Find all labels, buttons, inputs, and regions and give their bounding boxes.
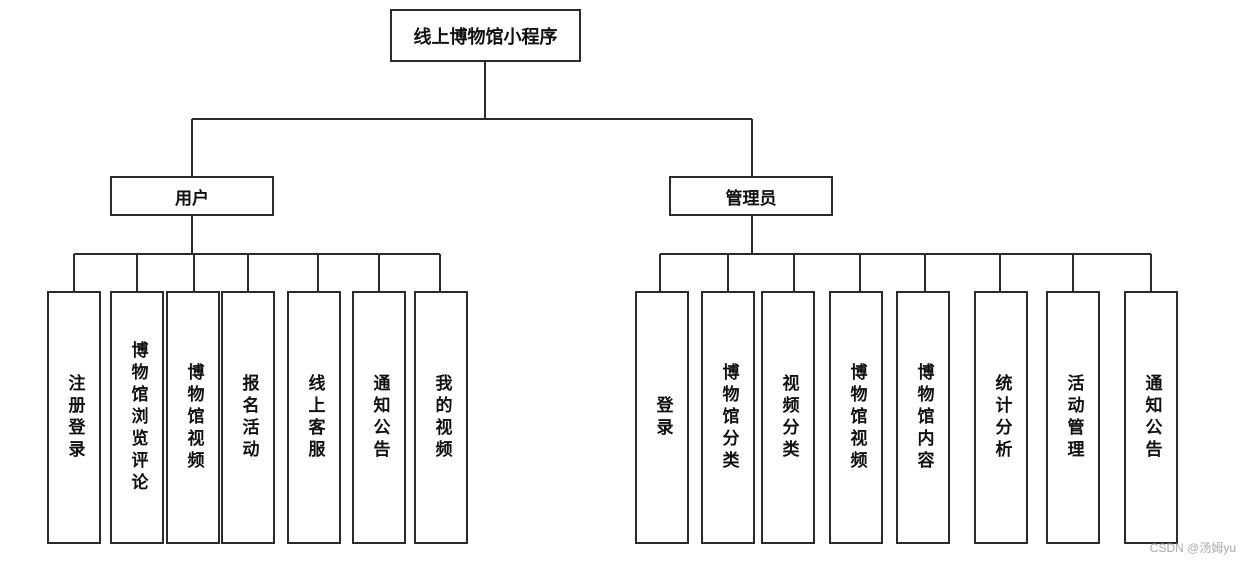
branch-label: 管理员	[725, 188, 777, 209]
leaf-node: 注册登录	[47, 291, 101, 544]
branch-node-user: 用户	[110, 176, 274, 216]
leaf-node: 博物馆分类	[701, 291, 755, 544]
leaf-node: 报名活动	[221, 291, 275, 544]
leaf-label: 注册登录	[64, 373, 85, 462]
leaf-node: 博物馆内容	[896, 291, 950, 544]
leaf-label: 活动管理	[1063, 373, 1084, 462]
watermark: CSDN @汤姆yu	[1149, 541, 1236, 555]
leaf-node: 登录	[635, 291, 689, 544]
leaf-node: 博物馆浏览评论	[110, 291, 164, 544]
leaf-label: 博物馆分类	[718, 362, 739, 473]
leaf-node: 通知公告	[352, 291, 406, 544]
leaf-label: 我的视频	[431, 373, 452, 462]
branch-node-admin: 管理员	[669, 176, 833, 216]
leaf-label: 登录	[652, 395, 673, 440]
leaf-node: 线上客服	[287, 291, 341, 544]
leaf-label: 博物馆浏览评论	[127, 340, 148, 495]
leaf-label: 视频分类	[778, 373, 799, 462]
leaf-label: 博物馆视频	[183, 362, 204, 473]
leaf-node: 统计分析	[974, 291, 1028, 544]
root-label: 线上博物馆小程序	[413, 26, 558, 48]
leaf-label: 通知公告	[1141, 373, 1162, 462]
leaf-node: 活动管理	[1046, 291, 1100, 544]
leaf-label: 通知公告	[369, 373, 390, 462]
leaf-label: 报名活动	[238, 373, 259, 462]
leaf-label: 博物馆视频	[846, 362, 867, 473]
leaf-node: 通知公告	[1124, 291, 1178, 544]
leaf-label: 线上客服	[304, 373, 325, 462]
branch-label: 用户	[175, 188, 209, 209]
leaf-label: 统计分析	[991, 373, 1012, 462]
leaf-node: 我的视频	[414, 291, 468, 544]
leaf-node: 视频分类	[761, 291, 815, 544]
root-node: 线上博物馆小程序	[390, 9, 581, 62]
leaf-node: 博物馆视频	[829, 291, 883, 544]
leaf-node: 博物馆视频	[166, 291, 220, 544]
leaf-label: 博物馆内容	[913, 362, 934, 473]
